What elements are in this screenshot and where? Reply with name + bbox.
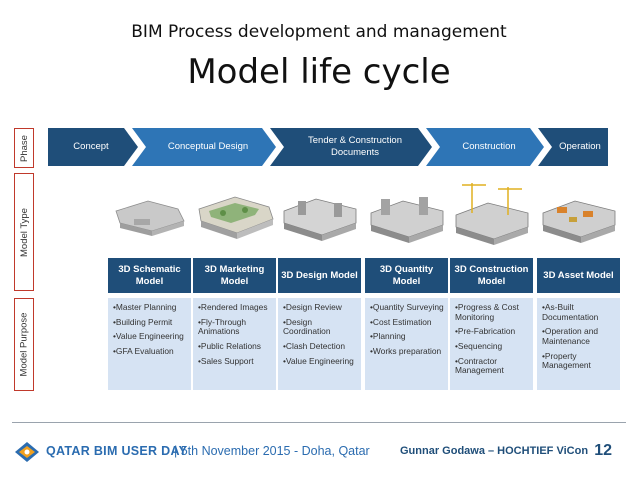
asset-model-image <box>542 200 616 243</box>
purpose-item: •Value Engineering <box>113 331 184 342</box>
purpose-box-design: •Design Review •Design Coordination •Cla… <box>278 298 361 390</box>
model-card-asset: 3D Asset Model <box>537 173 620 293</box>
phase-row-label-text: Phase <box>18 134 30 162</box>
purpose-item: •Fly-Through Animations <box>198 316 247 337</box>
footer-event-name: QATAR BIM USER DAY <box>46 444 188 458</box>
phase-tender-construction-documents: Tender & Construction Documents <box>308 135 402 158</box>
model-type-row-label-text: Model Type <box>18 207 30 257</box>
purpose-box-asset: •As-Built Documentation •Operation and M… <box>537 298 620 390</box>
purpose-item: •Sales Support <box>198 355 254 366</box>
purpose-item: •Pre-Fabrication <box>455 326 516 337</box>
qatar-bim-logo-icon <box>15 442 39 462</box>
purpose-item: •Clash Detection <box>283 340 346 351</box>
purpose-item: •Planning <box>370 331 406 342</box>
purpose-item: •Value Engineering <box>283 355 354 366</box>
design-model-image <box>283 198 357 241</box>
phase-chevron-concept <box>48 128 138 166</box>
page-number: 12 <box>594 442 612 459</box>
purpose-item: •Property Management <box>542 350 591 371</box>
model-label-construction: 3D Construction Model <box>450 258 533 293</box>
footer-event-date: | 5th November 2015 - Doha, Qatar <box>174 444 370 458</box>
construction-model-image <box>455 183 529 245</box>
purpose-item: •Progress & Cost Monitoring <box>455 302 519 322</box>
quantity-model-image <box>370 197 444 243</box>
purpose-item: •Cost Estimation <box>370 316 432 327</box>
schematic-model-image <box>115 200 185 236</box>
model-purpose-row-label-text: Model Purpose <box>18 312 30 377</box>
purpose-item: •Rendered Images <box>198 302 268 312</box>
model-type-row-label: Model Type <box>14 173 34 291</box>
model-card-construction: 3D Construction Model <box>450 173 533 293</box>
model-label-quantity: 3D Quantity Model <box>365 258 448 293</box>
purpose-box-quantity: •Quantity Surveying •Cost Estimation •Pl… <box>365 298 448 390</box>
phase-chevron-operation <box>538 128 608 166</box>
footer-divider <box>12 422 626 423</box>
phase-chevron-conceptual-design <box>132 128 276 166</box>
purpose-item: •Design Review <box>283 302 342 312</box>
footer: QATAR BIM USER DAY | 5th November 2015 -… <box>14 441 628 465</box>
purpose-box-schematic: •Master Planning •Building Permit •Value… <box>108 298 191 390</box>
purpose-item: •Sequencing <box>455 340 503 351</box>
purpose-item: •Building Permit <box>113 316 173 327</box>
phase-row-label: Phase <box>14 128 34 168</box>
purpose-item: •Design Coordination <box>283 316 331 337</box>
slide-title: Model life cycle <box>187 52 451 92</box>
purpose-box-construction: •Progress & Cost Monitoring •Pre-Fabrica… <box>450 298 533 390</box>
model-card-marketing: 3D Marketing Model <box>193 173 276 293</box>
model-label-marketing: 3D Marketing Model <box>193 258 276 293</box>
model-card-quantity: 3D Quantity Model <box>365 173 448 293</box>
marketing-model-image <box>198 196 274 239</box>
purpose-item: •Quantity Surveying <box>370 302 444 312</box>
phase-bar: Concept Conceptual Design Tender & Const… <box>48 128 608 166</box>
model-purpose-row-label: Model Purpose <box>14 298 34 391</box>
purpose-item: •As-Built Documentation <box>542 302 599 322</box>
phase-chevrons <box>48 128 608 166</box>
model-card-schematic: 3D Schematic Model <box>108 173 191 293</box>
footer-author: Gunnar Godawa – HOCHTIEF ViCon <box>400 445 589 457</box>
purpose-box-marketing: •Rendered Images •Fly-Through Animations… <box>193 298 276 390</box>
phase-construction: Construction <box>462 141 516 153</box>
phase-chevron-tender <box>270 128 432 166</box>
phase-concept: Concept <box>73 141 109 153</box>
purpose-item: •Master Planning <box>113 302 177 312</box>
purpose-item: •GFA Evaluation <box>113 345 174 356</box>
purpose-item: •Contractor Management <box>455 355 504 376</box>
purpose-item: •Operation and Maintenance <box>542 326 599 346</box>
model-label-asset: 3D Asset Model <box>537 258 620 293</box>
purpose-item: •Public Relations <box>198 340 261 351</box>
slide-subtitle: BIM Process development and management <box>131 22 507 42</box>
model-label-schematic: 3D Schematic Model <box>108 258 191 293</box>
phase-chevron-construction <box>426 128 544 166</box>
phase-conceptual-design: Conceptual Design <box>167 141 249 153</box>
purpose-item: •Works preparation <box>370 345 442 356</box>
model-card-design: 3D Design Model <box>278 173 361 293</box>
model-label-design: 3D Design Model <box>278 258 361 293</box>
phase-operation: Operation <box>559 141 601 153</box>
